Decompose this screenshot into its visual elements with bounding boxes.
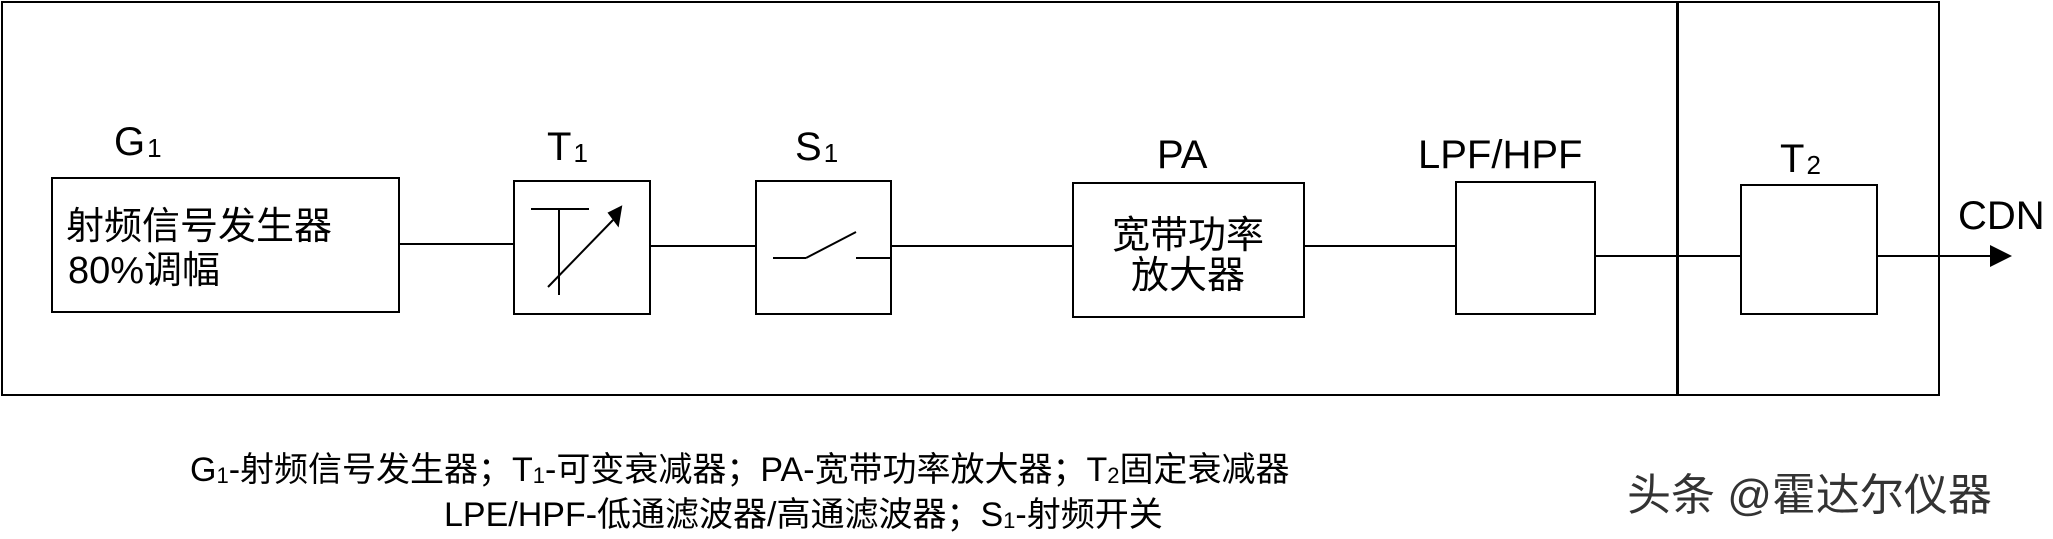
- variable-attenuator-icon: [531, 205, 623, 295]
- caption-line-2: LPE/HPF-低通滤波器/高通滤波器；S1-射频开关: [444, 496, 1163, 534]
- lpf-hpf-block: LPF/HPF: [1418, 133, 1596, 315]
- signal-path: [399, 243, 1990, 257]
- switch-icon: [773, 231, 891, 259]
- g1-name-line2: 80%调幅: [68, 250, 220, 292]
- t2-block: T2: [1740, 137, 1878, 315]
- t1-block: T1: [513, 125, 651, 315]
- t2-frame: [1676, 1, 1940, 396]
- g1-block: G1 射频信号发生器 80%调幅: [51, 120, 400, 313]
- g1-name-line1: 射频信号发生器: [66, 206, 332, 248]
- pa-block: PA 宽带功率 放大器: [1072, 133, 1305, 318]
- output-arrow-icon: [1990, 245, 2012, 267]
- watermark: 头条 @霍达尔仪器: [1627, 471, 1992, 520]
- lpf-hpf-label: LPF/HPF: [1418, 133, 1582, 177]
- cdn-label: CDN: [1958, 194, 2045, 238]
- pa-name-line2: 放大器: [1131, 255, 1245, 297]
- t1-label: T1: [547, 125, 588, 169]
- s1-label: S1: [795, 125, 838, 169]
- pa-name-line1: 宽带功率: [1112, 215, 1264, 257]
- pa-label: PA: [1157, 133, 1208, 177]
- t2-label: T2: [1780, 137, 1821, 181]
- g1-label: G1: [114, 120, 162, 164]
- s1-block: S1: [755, 125, 892, 315]
- caption-line-1: G1-射频信号发生器；T1-可变衰减器；PA-宽带功率放大器；T2固定衰减器: [190, 451, 1290, 489]
